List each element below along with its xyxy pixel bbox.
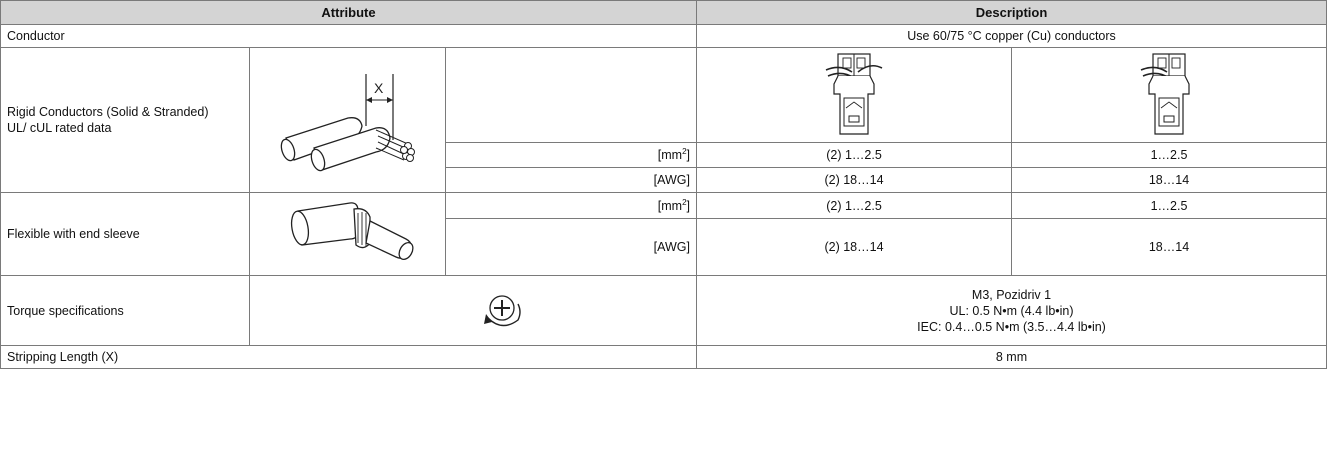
row-torque: Torque specifications M3, Pozidriv 1 UL:… bbox=[0, 275, 1327, 346]
ferrule-wire-icon bbox=[290, 202, 414, 261]
spring-terminal-two-wires-icon bbox=[825, 53, 883, 135]
rigid-mm2-col1: (2) 1…2.5 bbox=[696, 142, 1012, 168]
flexible-mm2-col2: 1…2.5 bbox=[1010, 192, 1327, 219]
flexible-figure bbox=[249, 192, 446, 276]
flexible-awg-col1: (2) 18…14 bbox=[696, 218, 1012, 276]
flexible-awg-col2: 18…14 bbox=[1010, 218, 1327, 276]
stripping-mark: X bbox=[374, 80, 384, 96]
row-rigid-images: Rigid Conductors (Solid & Stranded) UL/ … bbox=[0, 47, 1327, 193]
header-attribute: Attribute bbox=[0, 0, 697, 25]
rigid-label-line2: UL/ cUL rated data bbox=[7, 121, 112, 135]
conductor-label: Conductor bbox=[0, 24, 697, 48]
torque-line1: M3, Pozidriv 1 bbox=[971, 287, 1052, 302]
torque-values: M3, Pozidriv 1 UL: 0.5 N•m (4.4 lb•in) I… bbox=[695, 275, 1327, 346]
row-rigid-awg: [AWG] (2) 18…14 18…14 bbox=[1, 167, 1327, 193]
rigid-label-line1: Rigid Conductors (Solid & Stranded) bbox=[7, 105, 209, 119]
flexible-label: Flexible with end sleeve bbox=[0, 192, 250, 276]
stripped-wire-icon: X bbox=[280, 74, 415, 172]
rigid-figure: X bbox=[249, 47, 446, 193]
rigid-label: Rigid Conductors (Solid & Stranded) UL/ … bbox=[0, 47, 250, 193]
rigid-mm2-col2: 1…2.5 bbox=[1010, 142, 1327, 168]
row-stripping: Stripping Length (X) 8 mm bbox=[0, 345, 1327, 369]
rigid-awg-col1: (2) 18…14 bbox=[696, 167, 1012, 193]
terminal-two-wires-cell bbox=[696, 47, 1012, 143]
rigid-awg-unit: [AWG] bbox=[445, 167, 697, 193]
rigid-mm2-unit: [mm2] bbox=[445, 142, 697, 168]
flexible-mm2-unit: [mm2] bbox=[445, 192, 697, 219]
rigid-awg-col2: 18…14 bbox=[1010, 167, 1327, 193]
row-conductor: Conductor Use 60/75 °C copper (Cu) condu… bbox=[0, 24, 1327, 48]
stripping-value: 8 mm bbox=[695, 345, 1327, 369]
conductor-value: Use 60/75 °C copper (Cu) conductors bbox=[695, 24, 1327, 48]
row-flexible-mm2: Flexible with end sleeve [mm2] (2) 1…2.5 bbox=[0, 192, 1327, 276]
flexible-awg-unit: [AWG] bbox=[445, 218, 697, 276]
torque-figure bbox=[249, 275, 697, 346]
spring-terminal-one-wire-icon bbox=[1140, 53, 1190, 135]
flexible-mm2-col1: (2) 1…2.5 bbox=[696, 192, 1012, 219]
torque-line3: IEC: 0.4…0.5 N•m (3.5…4.4 lb•in) bbox=[917, 319, 1106, 334]
torque-line2: UL: 0.5 N•m (4.4 lb•in) bbox=[949, 303, 1074, 318]
spec-table: Attribute Description Conductor Use 60/7… bbox=[0, 0, 1327, 369]
header-description: Description bbox=[695, 0, 1327, 25]
torque-screwdriver-icon bbox=[484, 294, 521, 326]
row-flexible-awg: [AWG] (2) 18…14 18…14 bbox=[1, 218, 1327, 276]
row-rigid-mm2: [mm2] (2) 1…2.5 1…2.5 bbox=[1, 142, 1327, 168]
terminal-one-wire-cell bbox=[1010, 47, 1327, 143]
rigid-unit-blank bbox=[445, 47, 697, 143]
torque-label: Torque specifications bbox=[0, 275, 250, 346]
header-row: Attribute Description bbox=[0, 0, 1327, 25]
stripping-label: Stripping Length (X) bbox=[0, 345, 697, 369]
